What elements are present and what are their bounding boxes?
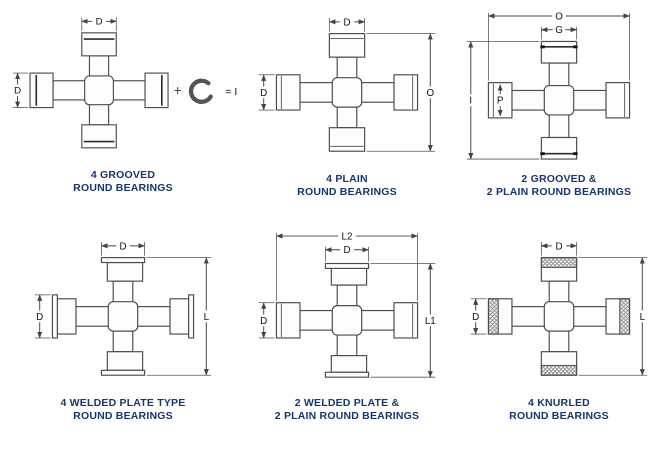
ring-equals-label: = I xyxy=(225,86,237,98)
caption-line-2: ROUND BEARINGS xyxy=(509,410,609,422)
dim-d-top: D xyxy=(325,243,369,262)
figure-4-grooved-round-bearings: D D + = I 4 GROOVED ROUND BEARINGS xyxy=(0,0,246,224)
plus-sign: + xyxy=(174,83,182,98)
figure-caption: 4 KNURLED ROUND BEARINGS xyxy=(509,397,609,423)
dim-label-d-left: D xyxy=(36,312,43,323)
caption-line-1: 4 GROOVED xyxy=(90,169,156,181)
dim-d-top: D xyxy=(81,15,117,31)
figure-2-welded-2-plain-round-bearings: L2 D D L1 xyxy=(246,224,448,450)
figure-2-grooved-2-plain-round-bearings: O G I P 2 GROOVED & xyxy=(448,0,670,224)
dim-label-d-left: D xyxy=(472,312,479,323)
cross-body xyxy=(487,40,631,160)
dim-l2-top: L2 xyxy=(276,230,418,301)
drawing-4-welded-plate-round-bearings: D D L xyxy=(32,239,214,376)
cross-body xyxy=(29,32,169,149)
dim-label-d-top: D xyxy=(119,241,126,252)
caption-line-2: ROUND BEARINGS xyxy=(73,182,173,194)
dim-label-o-right: O xyxy=(426,88,434,99)
dim-d-top: D xyxy=(328,15,366,32)
caption-line-2: ROUND BEARINGS xyxy=(297,186,397,198)
dim-label-p-cup: P xyxy=(497,96,504,107)
dim-l-right: L xyxy=(146,257,214,376)
dim-d-left: D xyxy=(256,302,275,339)
dim-label-o-top: O xyxy=(555,11,563,22)
dim-label-d-top: D xyxy=(343,245,350,256)
dim-d-left: D xyxy=(256,74,275,111)
caption-line-1: 4 WELDED PLATE TYPE xyxy=(60,397,186,409)
dim-g-top: G xyxy=(540,23,578,40)
dim-label-d-top: D xyxy=(96,17,103,28)
drawing-4-plain-round-bearings: D D O xyxy=(256,15,438,152)
dim-o-top: O xyxy=(488,10,630,81)
dim-label-d-top: D xyxy=(343,17,350,28)
dim-label-g-top: G xyxy=(555,25,563,36)
caption-line-1: 4 KNURLED xyxy=(528,397,590,409)
figure-caption: 4 WELDED PLATE TYPE ROUND BEARINGS xyxy=(61,397,186,423)
figure-4-welded-plate-round-bearings: D D L 4 WELDED PLATE TYPE ROUND BEARINGS xyxy=(0,224,246,450)
figure-4-plain-round-bearings: D D O 4 PLAIN ROUND BEARINGS xyxy=(246,0,448,224)
figure-caption: 4 PLAIN ROUND BEARINGS xyxy=(297,173,397,199)
dim-d-left: D xyxy=(32,294,51,339)
dim-label-d-left: D xyxy=(260,88,267,99)
dim-l-right: L xyxy=(578,257,650,376)
drawing-2-grooved-2-plain-round-bearings: O G I P xyxy=(464,10,631,160)
snap-ring-icon xyxy=(188,78,213,104)
drawing-4-knurled-round-bearings: D D L xyxy=(468,239,650,376)
drawing-4-grooved-round-bearings: D D + = I xyxy=(10,15,237,149)
caption-line-1: 2 GROOVED & xyxy=(521,173,597,185)
dim-d-top: D xyxy=(101,239,145,256)
dim-label-d-left: D xyxy=(14,86,21,97)
figure-caption: 2 GROOVED & 2 PLAIN ROUND BEARINGS xyxy=(487,173,631,199)
dim-i-left: I xyxy=(464,41,540,160)
dim-label-d-left: D xyxy=(260,316,267,327)
dim-label-l-right: L xyxy=(640,312,646,323)
caption-line-1: 4 PLAIN xyxy=(326,173,368,185)
figure-caption: 4 GROOVED ROUND BEARINGS xyxy=(73,169,173,195)
cross-body xyxy=(275,33,419,152)
dim-l1-right: L1 xyxy=(370,263,440,378)
dim-o-right: O xyxy=(366,33,438,152)
cross-body xyxy=(275,262,419,378)
caption-line-2: ROUND BEARINGS xyxy=(73,410,173,422)
figure-4-knurled-round-bearings: D D L 4 KNURLED ROUND BEARINGS xyxy=(448,224,670,450)
dim-d-top: D xyxy=(540,239,578,256)
dim-label-i-left: I xyxy=(469,96,472,107)
dim-p-cup: P xyxy=(494,84,507,117)
dim-label-l2-top: L2 xyxy=(342,231,353,242)
caption-line-1: 2 WELDED PLATE & xyxy=(294,397,400,409)
cross-body xyxy=(487,257,631,376)
dim-d-left: D xyxy=(468,298,487,335)
dim-label-l1-right: L1 xyxy=(425,316,436,327)
caption-line-2: 2 PLAIN ROUND BEARINGS xyxy=(486,186,632,198)
dim-d-left: D xyxy=(10,72,29,108)
figure-caption: 2 WELDED PLATE & 2 PLAIN ROUND BEARINGS xyxy=(275,397,419,423)
dim-label-l-right: L xyxy=(204,312,210,323)
caption-line-2: 2 PLAIN ROUND BEARINGS xyxy=(274,410,420,422)
drawing-2-welded-2-plain-round-bearings: L2 D D L1 xyxy=(256,230,440,378)
cross-body xyxy=(51,257,195,376)
dim-label-d-top: D xyxy=(555,241,562,252)
